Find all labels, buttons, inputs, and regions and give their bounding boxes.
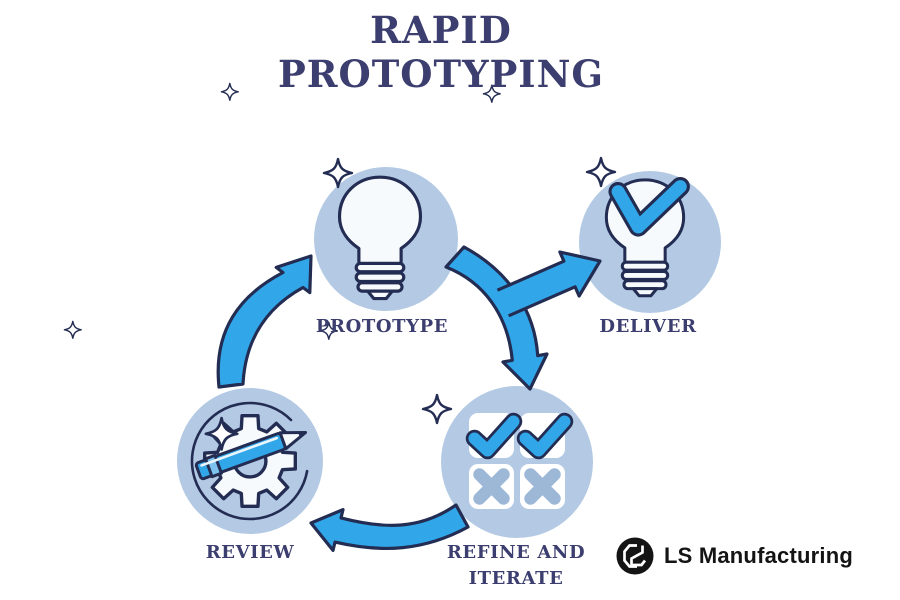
stage-circle-refine <box>441 386 593 538</box>
bulb-thread <box>620 269 670 281</box>
page-title: RAPID PROTOTYPING <box>278 8 604 96</box>
gear-pencil-icon <box>190 401 309 521</box>
sparkle-icon <box>421 393 453 425</box>
pencil-lead <box>298 432 306 438</box>
stage-label-prototype: PROTOTYPE <box>315 316 449 337</box>
lightbulb-check-icon <box>604 176 690 298</box>
stage-label-review: REVIEW <box>205 542 295 563</box>
arrow-refine-to-review-icon <box>309 503 470 552</box>
bulb-thread <box>620 260 670 272</box>
cross-icon <box>524 468 561 505</box>
arrow-prototype-to-refine-icon <box>444 245 549 391</box>
ls-manufacturing-logo-icon <box>616 537 654 575</box>
pencil-icon <box>194 431 308 481</box>
pencil-ferrule <box>204 453 223 479</box>
sparkle-icon <box>585 156 617 188</box>
bulb-thread <box>354 271 406 284</box>
title-line-2: PROTOTYPING <box>277 52 605 96</box>
arrow-review-to-prototype-icon <box>216 254 313 389</box>
checkmark-icon <box>611 180 687 234</box>
bulb-glass <box>337 175 423 265</box>
sparkle-icon <box>220 82 239 101</box>
review-arc <box>190 401 309 521</box>
checklist-check-cross-icon <box>465 412 574 509</box>
brand-name: LS Manufacturing <box>664 543 853 568</box>
bulb-base-cap <box>631 287 659 298</box>
title-line-1: RAPID <box>370 8 512 52</box>
arrow-prototype-to-deliver-fill <box>497 252 600 316</box>
sparkle-icon <box>63 320 82 339</box>
stage-label-refine-iterate: REFINE AND ITERATE <box>446 542 586 589</box>
arrow-prototype-to-deliver-icon <box>496 250 602 318</box>
bulb-thread <box>354 261 406 274</box>
sparkles <box>63 82 617 451</box>
sparkle-icon <box>322 157 354 189</box>
flow-arrows <box>216 245 602 552</box>
stage-label-deliver: DELIVER <box>599 316 697 337</box>
brand-logo: LS Manufacturing <box>615 536 853 576</box>
checkmark-icon <box>468 415 520 457</box>
bulb-base-cap <box>366 289 394 301</box>
pencil-highlight <box>200 436 279 467</box>
checkmark-icon <box>519 415 571 457</box>
pencil-tip <box>278 431 308 451</box>
logo-monogram <box>623 544 647 568</box>
lightbulb-icon <box>337 175 423 301</box>
cross-icon <box>473 468 510 505</box>
